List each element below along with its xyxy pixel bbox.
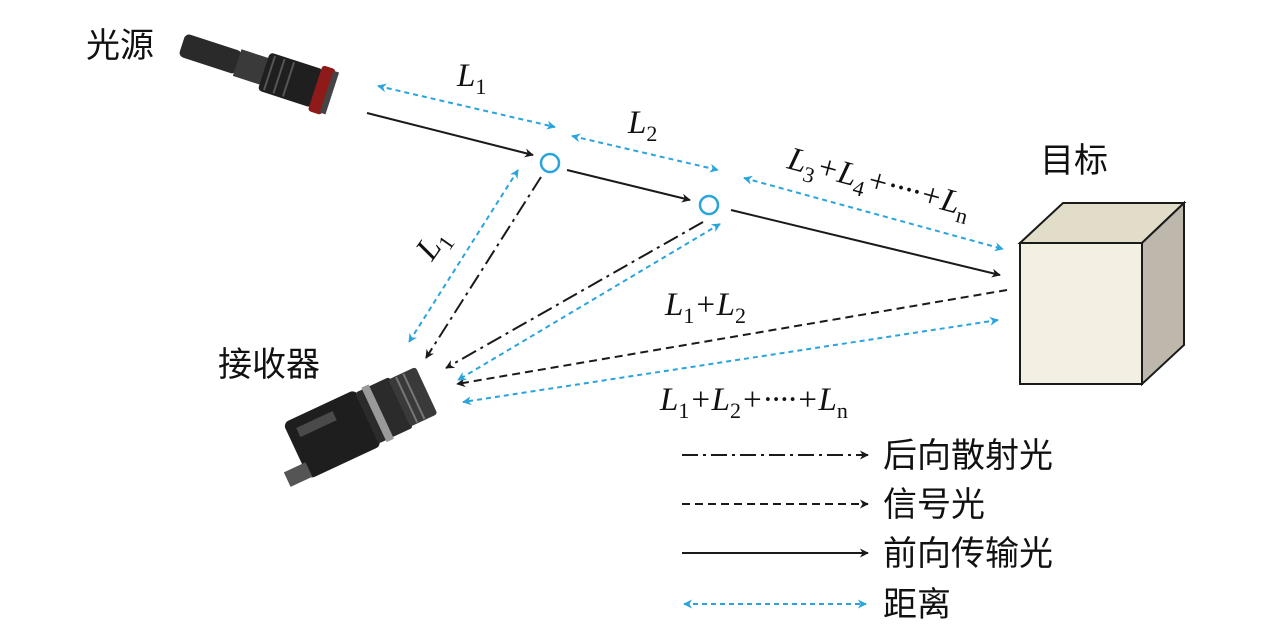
- scatter-particle-1: [539, 152, 561, 174]
- distance-label-l1-diag: L1: [408, 222, 459, 270]
- source-label: 光源: [86, 26, 154, 66]
- target-label: 目标: [1040, 141, 1108, 181]
- legend-backscatter-label: 后向散射光: [883, 436, 1053, 476]
- backscatter-light-paths: [425, 176, 704, 369]
- target-cube-icon: [1017, 200, 1187, 387]
- camera-icon: [283, 367, 437, 487]
- legend-distance-label: 距离: [883, 585, 951, 625]
- distance-label-l2: L2: [627, 105, 657, 146]
- receiver-label: 接收器: [218, 345, 320, 385]
- legend: 后向散射光 信号光 前向传输光 距离: [682, 436, 1053, 625]
- legend-forward-label: 前向传输光: [883, 534, 1053, 574]
- legend-signal-label: 信号光: [883, 485, 985, 525]
- distance-label-l3-ln: L3+L4+····+Ln: [782, 141, 975, 229]
- distance-label-l1: L1: [456, 58, 486, 99]
- flashlight-icon: [179, 34, 340, 115]
- distance-label-l1-l2: L1+L2: [664, 287, 746, 328]
- distance-arrows: [377, 83, 1004, 406]
- distance-label-l1-ln: L1+L2+····+Ln: [659, 382, 848, 423]
- scatter-particle-2: [698, 194, 720, 216]
